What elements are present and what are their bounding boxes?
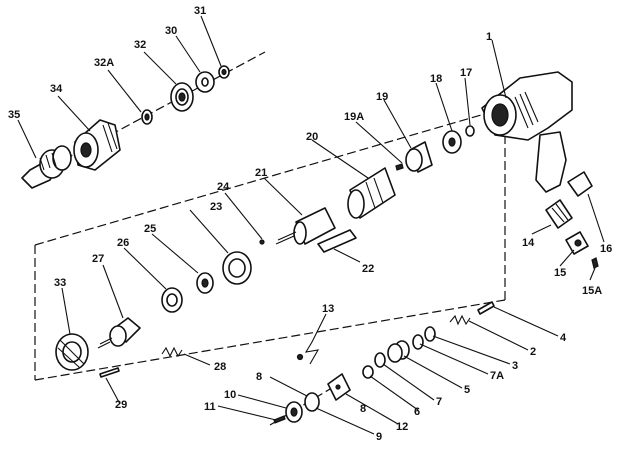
- middle-axis: [34, 107, 506, 246]
- part-5-regulator: [387, 340, 410, 363]
- callout-21: 21: [255, 167, 267, 179]
- part-22-blade: [317, 229, 357, 253]
- part-32-bearing: [170, 82, 194, 112]
- callout-10: 10: [224, 389, 236, 401]
- callout-29: 29: [115, 399, 127, 411]
- part-19a-pin: [395, 163, 404, 171]
- callout-8-right: 8: [360, 403, 366, 415]
- callout-1: 1: [486, 31, 492, 43]
- part-9-washer: [304, 392, 320, 412]
- part-16-plug: [567, 171, 593, 197]
- callout-4: 4: [560, 332, 567, 344]
- part-1-main-housing: [481, 71, 573, 193]
- callouts: 1 17 18 19 19A 20 21 22 23 24 25 26 27 3…: [8, 5, 612, 443]
- part-15a-screw: [591, 257, 599, 269]
- callout-8-left: 8: [256, 371, 262, 383]
- callout-34: 34: [50, 83, 63, 95]
- callout-13: 13: [322, 303, 334, 315]
- callout-15a: 15A: [582, 285, 602, 297]
- lower-axis: [34, 299, 506, 381]
- part-4-valve-stem: [477, 301, 495, 315]
- callout-7: 7: [436, 396, 442, 408]
- callout-23: 23: [210, 201, 222, 213]
- callout-35: 35: [8, 109, 20, 121]
- part-11-screw: [273, 415, 286, 424]
- callout-25: 25: [144, 223, 156, 235]
- callout-14: 14: [522, 237, 535, 249]
- callout-5: 5: [464, 384, 470, 396]
- part-6-washer: [362, 365, 374, 379]
- callout-17: 17: [460, 67, 472, 79]
- callout-11: 11: [204, 401, 216, 413]
- part-18-bearing: [442, 130, 462, 154]
- callout-12: 12: [396, 421, 408, 433]
- part-20-cylinder: [347, 167, 396, 219]
- part-7a-oring: [412, 334, 424, 350]
- callout-9: 9: [376, 431, 382, 443]
- part-30-washer: [195, 71, 215, 93]
- part-32a-washer: [141, 109, 153, 125]
- leader-lines: [17, 15, 605, 435]
- assembly-axes: [29, 51, 506, 426]
- callout-30: 30: [165, 25, 177, 37]
- part-10-cap: [285, 401, 303, 423]
- part-14-spring: [545, 199, 573, 229]
- callout-6: 6: [414, 406, 420, 418]
- part-33-clutch: [55, 333, 89, 371]
- part-17-ring: [465, 125, 475, 137]
- part-26-bearing: [161, 287, 183, 313]
- callout-19a: 19A: [344, 111, 364, 123]
- callout-28: 28: [214, 361, 226, 373]
- part-24-pin: [259, 239, 265, 245]
- part-13-pin: [296, 353, 304, 361]
- callout-7a: 7A: [490, 370, 504, 382]
- part-35-chuck: [21, 145, 72, 189]
- callout-3: 3: [512, 360, 518, 372]
- callout-19: 19: [376, 91, 388, 103]
- callout-24: 24: [217, 181, 230, 193]
- callout-31: 31: [194, 5, 206, 17]
- part-15-valve: [565, 231, 589, 255]
- part-31-clip: [218, 65, 230, 79]
- part-3-valve: [424, 326, 436, 342]
- part-12-bracket: [327, 373, 351, 401]
- part-2-spring: [449, 314, 471, 326]
- part-28-spring: [161, 346, 183, 358]
- part-25-washer: [196, 272, 214, 294]
- callout-18: 18: [430, 73, 442, 85]
- callout-16: 16: [600, 243, 612, 255]
- callout-32a: 32A: [94, 57, 114, 69]
- callout-22: 22: [362, 263, 374, 275]
- part-29-pin: [99, 367, 120, 378]
- part-23-end-plate: [222, 251, 252, 285]
- callout-33: 33: [54, 277, 66, 289]
- part-7-oring: [374, 352, 386, 368]
- part-27-spindle: [97, 317, 141, 349]
- callout-2: 2: [530, 346, 536, 358]
- part-19-end-plate: [405, 141, 433, 173]
- callout-20: 20: [306, 131, 318, 143]
- part-34-housing: [73, 119, 121, 171]
- callout-32: 32: [134, 39, 146, 51]
- callout-15: 15: [554, 267, 566, 279]
- callout-26: 26: [117, 237, 129, 249]
- callout-27: 27: [92, 253, 104, 265]
- part-21-rotor: [275, 207, 336, 245]
